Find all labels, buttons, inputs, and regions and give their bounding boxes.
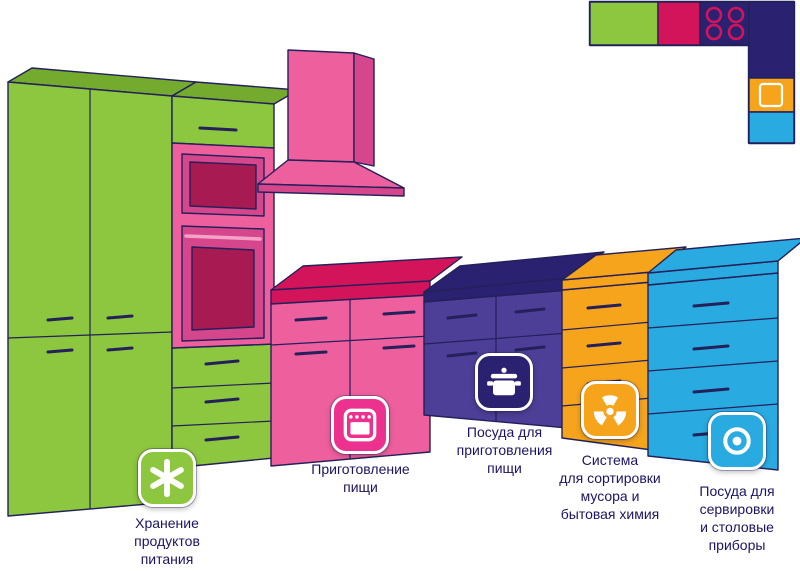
badge-waste [581, 381, 639, 439]
zone-storage-cabinets [7, 67, 299, 517]
zone-label-waste: Система для сортировки мусора и бытовая … [532, 451, 688, 523]
minimap-cookware-segment [699, 1, 750, 46]
waste-counter-top [561, 246, 687, 281]
label-line: пищи [487, 460, 522, 476]
zone-label-storage: Хранение продуктов питания [97, 514, 237, 568]
microwave-glass [189, 161, 257, 210]
storage-door-lines-and-handles [7, 89, 275, 509]
label-line: Посуда для [699, 483, 775, 499]
label-line: для сортировки [559, 470, 661, 486]
label-line: бытовая химия [560, 506, 660, 522]
pot-icon [487, 367, 521, 396]
hood-canopy-rim [257, 183, 405, 197]
hood-chimney-front [287, 49, 355, 163]
zone-label-cooking: Приготовление пищи [288, 460, 433, 496]
minimap-hob-burners [705, 6, 745, 41]
badge-cooking [331, 396, 389, 454]
plate-icon [723, 427, 751, 455]
label-line: пищи [343, 479, 378, 495]
label-line: и столовые [700, 519, 774, 535]
zone-cooking-cabinets [171, 49, 463, 467]
hood-canopy [257, 159, 405, 189]
minimap-cooking-segment [657, 1, 701, 46]
oven-handle [184, 234, 262, 241]
minimap-bin-icon [758, 82, 784, 108]
minimap-serving-segment [748, 111, 795, 144]
label-line: приборы [708, 537, 766, 553]
badge-cookware [475, 353, 533, 411]
minimap-storage-segment [589, 1, 659, 46]
cooking-door-lines-and-handles [270, 300, 431, 459]
cookware-door-lines-and-handles [423, 296, 569, 421]
upper-cabinet-front [171, 95, 275, 149]
label-line: сервировки [699, 501, 775, 517]
label-line: мусора и [580, 488, 640, 504]
kitchen-plan-minimap [588, 0, 796, 145]
cookware-counter-top [423, 251, 605, 293]
label-line: продуктов [134, 533, 200, 549]
label-line: питания [140, 551, 194, 567]
zone-label-serving: Посуда для сервировки и столовые приборы [669, 482, 800, 554]
asterisk-icon [150, 458, 184, 498]
hood-chimney-side [353, 52, 375, 167]
badge-serving [708, 412, 766, 470]
oven-icon [343, 408, 377, 442]
oven-glass [191, 246, 255, 331]
label-line: приготовления [456, 442, 553, 458]
label-line: Хранение [135, 515, 199, 531]
radiation-icon [593, 395, 627, 426]
serving-drawer-lines-and-handles [647, 301, 779, 437]
minimap-corner-segment [748, 1, 795, 79]
label-line: Приготовление [311, 461, 410, 477]
label-line: Посуда для [466, 424, 543, 440]
zone-label-cookware: Посуда для приготовления пищи [437, 423, 572, 477]
label-line: Система [581, 452, 639, 468]
serving-counter-top [647, 237, 800, 274]
badge-storage [138, 449, 196, 507]
